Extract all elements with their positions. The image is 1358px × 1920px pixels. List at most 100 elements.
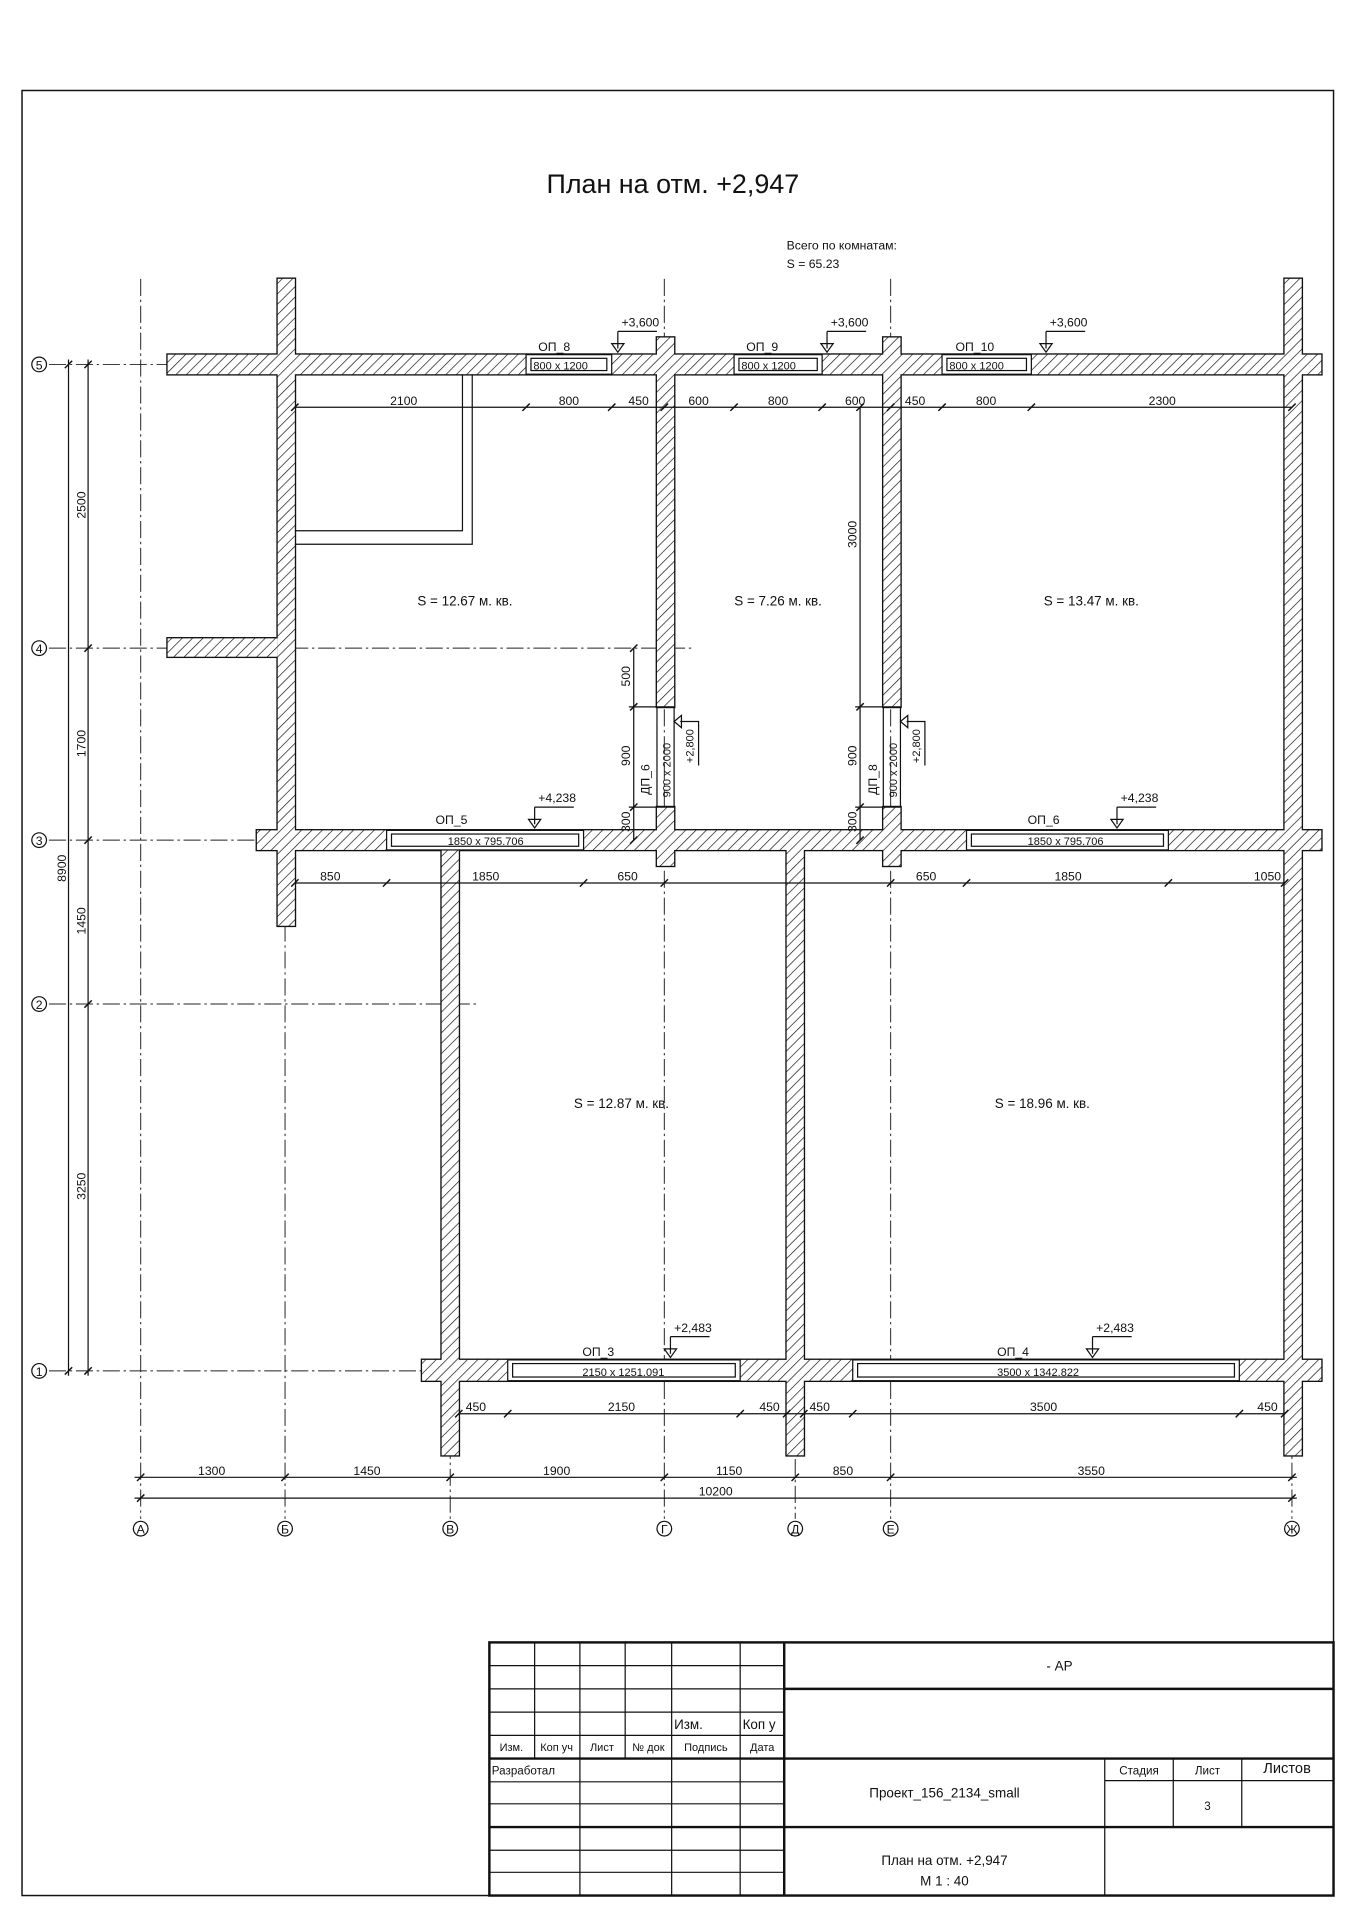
doc-code: - АР	[1046, 1659, 1072, 1674]
dimensions-top: 2100 800 450 600 800 600 450 800 2300	[390, 394, 1176, 408]
level-triangle-icon	[1038, 343, 1054, 354]
svg-text:1900: 1900	[543, 1464, 570, 1478]
room-area: S = 13.47 м. кв.	[1044, 593, 1139, 608]
svg-text:10200: 10200	[699, 1485, 733, 1499]
svg-text:№ док: № док	[632, 1742, 664, 1754]
dimension-tick	[886, 878, 895, 888]
svg-text:Разработал: Разработал	[492, 1764, 555, 1777]
dimension-tick	[64, 1366, 73, 1376]
svg-text:2150: 2150	[608, 1400, 635, 1414]
svg-text:1700: 1700	[75, 730, 89, 757]
svg-text:+2,483: +2,483	[1096, 1321, 1134, 1335]
dimension-tick	[660, 403, 669, 412]
svg-text:1: 1	[36, 1365, 43, 1379]
svg-text:500: 500	[619, 666, 633, 687]
svg-text:Дата: Дата	[750, 1742, 775, 1754]
svg-text:1050: 1050	[1254, 870, 1281, 884]
dimension-tick	[290, 403, 300, 412]
svg-text:900 x 2000: 900 x 2000	[888, 743, 900, 797]
plan-title: План на отм. +2,947	[547, 169, 800, 199]
dimension-tick	[848, 1409, 857, 1418]
dimension-tick	[799, 1409, 808, 1418]
svg-text:1300: 1300	[198, 1464, 225, 1478]
dimension-tick	[136, 1493, 145, 1503]
sheet-number: 3	[1204, 1800, 1210, 1813]
dimension-tick	[83, 999, 93, 1009]
level-triangle-icon	[610, 343, 626, 354]
svg-text:2150 x 1251.091: 2150 x 1251.091	[582, 1367, 664, 1379]
svg-text:800 x 1200: 800 x 1200	[741, 360, 795, 372]
dimension-tick	[629, 643, 638, 653]
svg-text:Лист: Лист	[590, 1742, 614, 1754]
svg-text:850: 850	[833, 1464, 854, 1478]
svg-text:ОП_6: ОП_6	[1028, 813, 1060, 827]
room-area: S = 12.67 м. кв.	[417, 593, 512, 608]
dimension-tick	[446, 1473, 455, 1482]
wall-hatch	[656, 337, 675, 707]
svg-text:+2,483: +2,483	[674, 1321, 712, 1335]
level-triangle-icon	[663, 1348, 678, 1359]
svg-text:+4,238: +4,238	[538, 791, 576, 805]
svg-text:Стадия: Стадия	[1119, 1764, 1159, 1777]
svg-text:2300: 2300	[1149, 394, 1176, 408]
svg-text:800 x 1200: 800 x 1200	[533, 360, 587, 372]
dimension-tick	[1287, 1473, 1297, 1482]
svg-text:ОП_10: ОП_10	[955, 340, 994, 354]
svg-text:800: 800	[768, 394, 789, 408]
svg-text:Коп у: Коп у	[743, 1717, 776, 1732]
svg-text:450: 450	[809, 1400, 830, 1414]
svg-text:Г: Г	[661, 1523, 668, 1537]
svg-text:850: 850	[320, 870, 341, 884]
dimension-tick	[1235, 1409, 1244, 1418]
svg-text:3: 3	[36, 834, 43, 848]
room-area: S = 7.26 м. кв.	[734, 593, 822, 608]
svg-text:800: 800	[976, 394, 997, 408]
dimension-tick	[886, 1473, 895, 1482]
svg-text:650: 650	[617, 870, 638, 884]
svg-text:2100: 2100	[390, 394, 417, 408]
svg-text:Е: Е	[887, 1523, 895, 1537]
svg-text:ОП_5: ОП_5	[436, 813, 468, 827]
dimension-tick	[791, 1473, 800, 1482]
svg-text:Лист: Лист	[1195, 1764, 1221, 1777]
svg-text:450: 450	[628, 394, 649, 408]
level-marks: +3,600 +3,600 +3,600 +4,238 +4,238 +2,48…	[527, 316, 1159, 1359]
walls	[166, 277, 1323, 1457]
dimension-tick	[629, 835, 638, 845]
project-name: Проект_156_2134_small	[869, 1786, 1019, 1801]
dimension-tick	[83, 1366, 93, 1376]
sheet-title: План на отм. +2,947	[881, 1853, 1007, 1868]
svg-text:3000: 3000	[845, 521, 859, 548]
total-area-value: S = 65.23	[787, 257, 840, 271]
room-area: S = 18.96 м. кв.	[995, 1096, 1090, 1111]
svg-text:300: 300	[845, 811, 859, 832]
svg-text:3500 x 1342.822: 3500 x 1342.822	[997, 1367, 1079, 1379]
dimension-tick	[521, 403, 531, 412]
dimension-tick	[64, 360, 73, 369]
dimension-tick	[83, 360, 93, 369]
wall-hatch	[1284, 278, 1302, 1456]
svg-text:1150: 1150	[716, 1464, 742, 1478]
svg-text:900 x 2000: 900 x 2000	[661, 743, 673, 797]
svg-text:900: 900	[619, 745, 633, 766]
svg-text:2500: 2500	[75, 491, 89, 518]
svg-text:ОП_3: ОП_3	[582, 1345, 614, 1359]
svg-text:3250: 3250	[75, 1172, 89, 1199]
dimension-tick	[855, 403, 865, 412]
dimension-tick	[1287, 403, 1297, 412]
svg-text:300: 300	[619, 811, 633, 832]
level-triangle-icon	[1109, 818, 1125, 829]
svg-text:Подпись: Подпись	[684, 1742, 728, 1754]
svg-text:4: 4	[36, 642, 43, 656]
svg-text:450: 450	[905, 394, 926, 408]
dimensions-bottom: 450 2150 450 450 3500 450	[466, 1400, 1278, 1414]
svg-text:ОП_8: ОП_8	[538, 340, 570, 354]
svg-text:Б: Б	[281, 1523, 289, 1537]
dimension-tick	[136, 1473, 145, 1482]
svg-text:1450: 1450	[353, 1464, 380, 1478]
dimension-tick	[937, 403, 947, 412]
dimension-tick	[454, 1409, 463, 1418]
dimension-tick	[1164, 878, 1173, 888]
dimension-tick	[83, 835, 93, 845]
svg-text:1850 x 795.706: 1850 x 795.706	[448, 836, 524, 848]
